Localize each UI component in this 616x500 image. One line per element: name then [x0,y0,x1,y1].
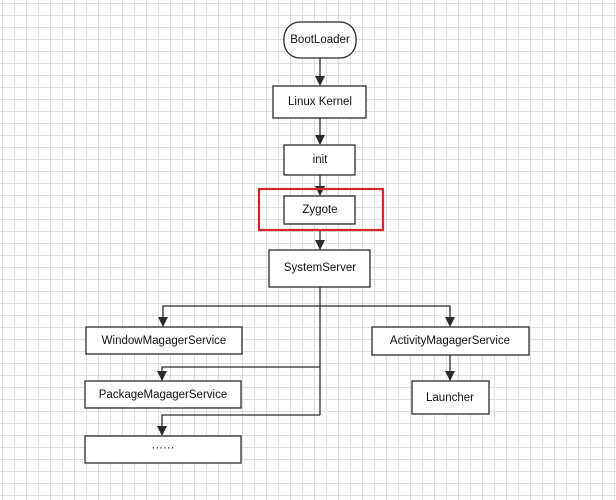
node-package-manager-service: PackageMagagerService [84,380,242,409]
edge-to-window-manager [158,305,320,327]
window-manager-service-label: WindowMagagerService [102,335,227,347]
more-services-label: ······ [152,442,175,454]
node-linux-kernel: Linux Kernel [272,85,367,119]
more-services-box [84,435,242,464]
window-manager-service-box [85,326,243,355]
zygote-box [283,195,356,225]
package-manager-service-label: PackageMagagerService [99,389,228,401]
init-label: init [313,154,329,166]
node-bootloader: BootLoader [283,21,357,59]
bootloader-label: BootLoader [290,34,350,46]
edge-to-package-manager [157,366,320,381]
systemserver-box [268,249,371,288]
init-box [283,144,356,176]
edges [157,58,455,436]
linux-kernel-box [272,85,367,119]
systemserver-label: SystemServer [284,262,356,274]
package-manager-service-box [84,380,242,409]
node-systemserver: SystemServer [268,249,371,288]
zygote-label: Zygote [302,204,337,216]
node-window-manager-service: WindowMagagerService [85,326,243,355]
edge-to-activity-manager [320,305,455,327]
bootloader-shape [283,21,357,59]
node-activity-manager-service: ActivityMagagerService [371,326,530,356]
launcher-label: Launcher [426,392,474,404]
linux-kernel-label: Linux Kernel [288,96,352,108]
zygote-highlight-frame [257,187,385,232]
node-zygote: Zygote [257,187,385,232]
node-init: init [283,144,356,176]
edge-to-more-services [157,414,320,436]
node-launcher: Launcher [411,380,490,415]
activity-manager-service-label: ActivityMagagerService [390,335,510,347]
node-more-services: ······ [84,435,242,464]
activity-manager-service-box [371,326,530,356]
launcher-box [411,380,490,415]
